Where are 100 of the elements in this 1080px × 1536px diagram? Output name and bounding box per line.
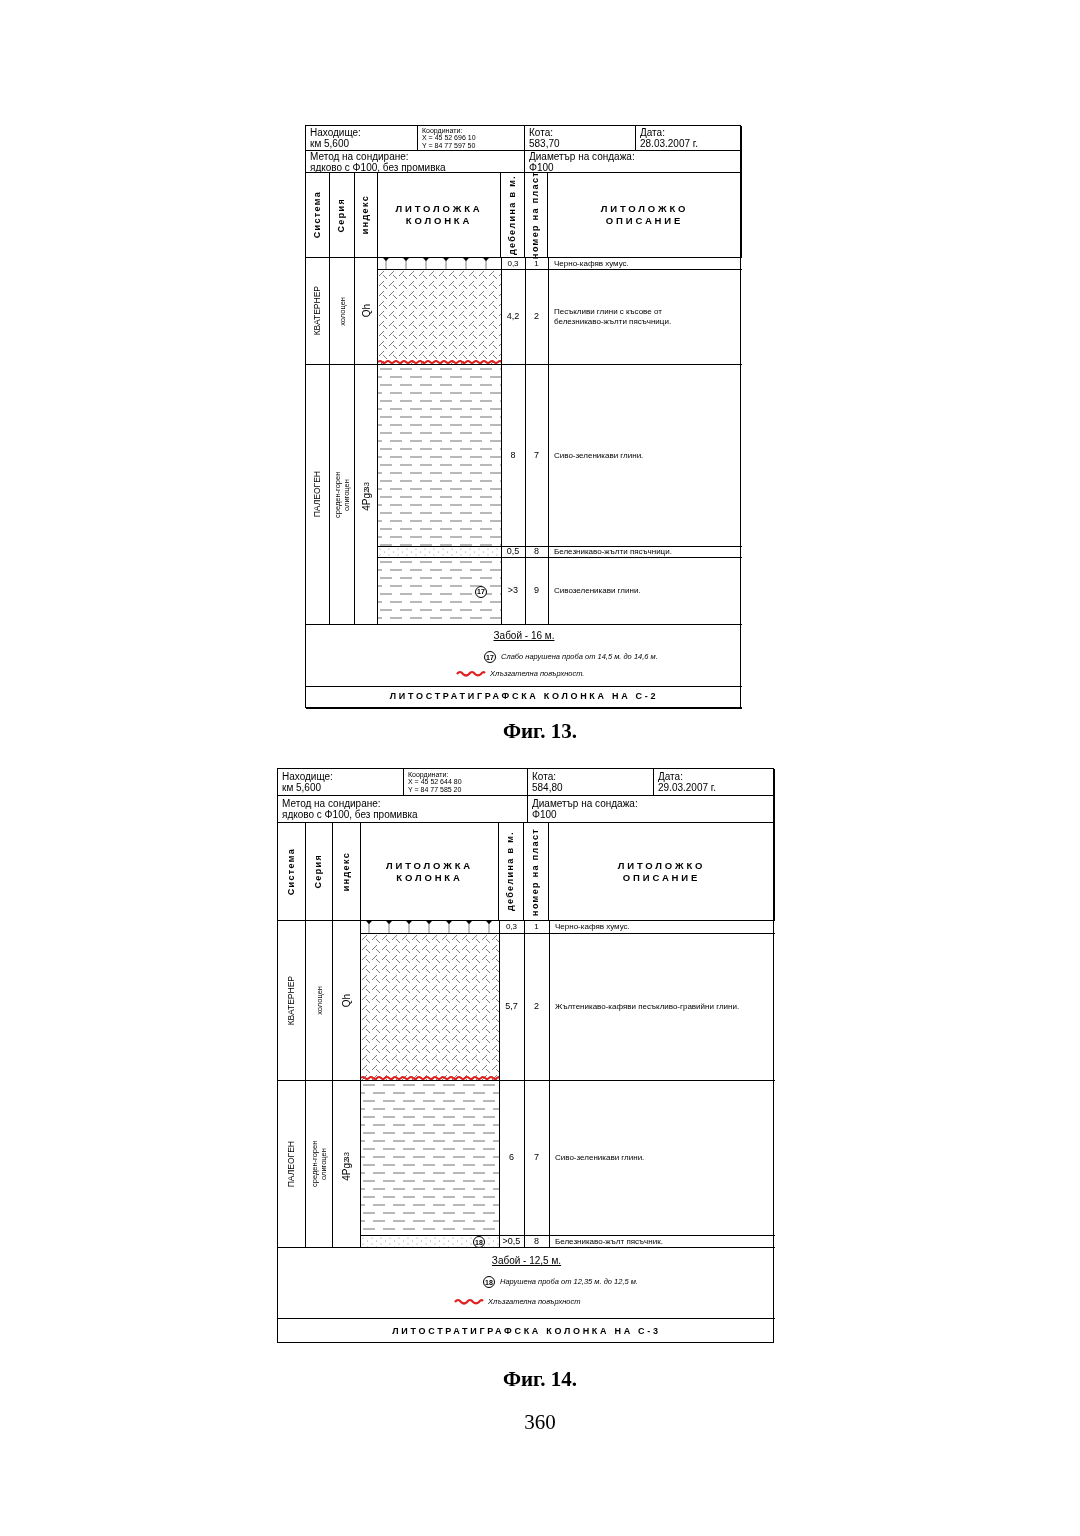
layer-description: Сивозеленикави глини. — [554, 586, 641, 596]
layer-number: 1 — [534, 259, 539, 268]
thickness-value: 0,5 — [506, 545, 520, 559]
layer-number: 8 — [534, 545, 539, 559]
heading-text: ЛИТОЛОЖКО ОПИСАНИЕ — [616, 859, 707, 884]
field-label: Диаметър на сондажа: — [529, 151, 635, 162]
thickness-value: 0,3 — [507, 259, 519, 268]
stratigraphy-cell — [330, 258, 355, 365]
layer-row — [378, 270, 742, 365]
column-heading — [333, 823, 361, 921]
stratigraphy-cell — [306, 921, 333, 1081]
column-heading — [501, 173, 525, 258]
layer-number: 7 — [534, 448, 539, 462]
heading-text: Система — [310, 191, 323, 239]
heading-text: дебелина в м. — [504, 831, 517, 912]
field-value: 584,80 — [532, 782, 563, 793]
header-field — [525, 126, 636, 151]
thickness-value: >3 — [507, 584, 519, 598]
heading-text: индекс — [359, 195, 372, 235]
layer-description: Жълтеникаво-кафяви песъкливо-гравийни глини. — [555, 1002, 740, 1012]
layer-description: Черно-кафяв хумус. — [555, 923, 630, 931]
stratigraphy-text: КВАТЕРНЕР — [313, 286, 322, 336]
field-label: Кота: — [532, 771, 556, 782]
figure-caption: Фиг. 13. — [502, 718, 578, 745]
layer-number: 8 — [534, 1234, 539, 1248]
page-number: 360 — [524, 1409, 556, 1436]
log-sheet — [277, 768, 774, 1343]
layer-row — [378, 547, 742, 558]
field-label: Метод на сондиране: — [310, 151, 409, 162]
stratigraphy-text: ПАЛЕОГЕН — [313, 471, 322, 518]
column-heading — [306, 173, 330, 258]
layer-row — [361, 1236, 775, 1248]
field-value: Φ100 — [529, 161, 554, 172]
field-label: Диаметър на сондажа: — [532, 798, 638, 809]
layer-description: Черно-кафяв хумус. — [554, 259, 629, 268]
field-value: Φ100 — [532, 809, 557, 820]
stratigraphy-cell — [306, 258, 330, 365]
layer-description: Сиво-зеленикави глини. — [554, 450, 644, 461]
field-label: Находище: — [282, 771, 333, 782]
stratigraphy-text: КВАТЕРНЕР — [287, 975, 296, 1026]
total-depth: Забой - 16 м. — [493, 629, 555, 643]
total-depth: Забой - 12,5 м. — [491, 1254, 562, 1268]
heading-text: индекс — [339, 851, 352, 892]
field-label: Метод на сондиране: — [282, 798, 381, 809]
thickness-value: >0,5 — [502, 1234, 521, 1248]
header-field — [528, 796, 775, 823]
field-label: Кота: — [529, 127, 553, 138]
layer-row — [361, 1081, 775, 1236]
layer-row — [378, 558, 742, 625]
layer-number: 2 — [534, 1000, 539, 1014]
header-field — [654, 769, 775, 796]
field-label: Дата: — [640, 127, 665, 138]
column-heading — [524, 823, 549, 921]
thickness-value: 0,3 — [505, 923, 518, 931]
header-field — [306, 126, 418, 151]
column-heading — [355, 173, 378, 258]
field-value: км 5,600 — [282, 782, 322, 793]
sheet-title: ЛИТОСТРАТИГРАФСКА КОЛОНКА НА С-2 — [389, 690, 659, 704]
layer-description: Сиво-зеленикави глини. — [555, 1153, 645, 1163]
stratigraphy-cell — [306, 365, 330, 625]
field-value: ядково с Φ100, без промивка — [282, 809, 418, 820]
column-heading — [499, 823, 524, 921]
field-value: ядково с Φ100, без промивка — [310, 161, 446, 172]
layer-number: 9 — [534, 584, 539, 598]
heading-text: дебелина в м. — [505, 174, 518, 256]
layer-description: Белезникаво-жълт пясъчник. — [555, 1236, 663, 1247]
header-field — [306, 151, 525, 173]
column-heading — [549, 823, 775, 921]
column-heading — [306, 823, 333, 921]
field-value: 583,70 — [529, 138, 560, 149]
layer-number: 2 — [534, 310, 539, 324]
heading-text: ЛИТОЛОЖКА КОЛОНКА — [394, 203, 484, 227]
stratigraphy-cell — [330, 365, 355, 625]
heading-text: ЛИТОЛОЖКО ОПИСАНИЕ — [599, 203, 690, 227]
sheet-title: ЛИТОСТРАТИГРАФСКА КОЛОНКА НА С-3 — [392, 1324, 661, 1338]
stratigraphy-text: Qh — [361, 304, 371, 318]
log-sheet — [305, 125, 741, 708]
header-field — [278, 796, 528, 823]
header-field — [528, 769, 654, 796]
heading-text: ЛИТОЛОЖКА КОЛОНКА — [384, 859, 474, 884]
field-label: Находище: — [310, 127, 361, 138]
column-heading — [330, 173, 355, 258]
heading-text: номер на пласт — [529, 827, 542, 916]
figure-caption: Фиг. 14. — [502, 1366, 578, 1393]
layer-description: Белезникаво-жълти пясъчници. — [554, 547, 672, 557]
stratigraphy-cell — [306, 1081, 333, 1248]
stratigraphy-cell — [278, 921, 306, 1081]
thickness-value: 5,7 — [505, 1000, 518, 1014]
layer-number: 7 — [534, 1151, 539, 1165]
heading-text: Серия — [335, 197, 348, 233]
column-heading — [548, 173, 742, 258]
thickness-value: 4,2 — [506, 310, 520, 324]
layer-row — [361, 934, 775, 1081]
stratigraphy-text: ПАЛЕОГЕН — [287, 1140, 296, 1188]
layer-description: Песъкливи глини с късове от белезникаво-жълти пясъчници. — [554, 307, 673, 327]
thickness-value: 8 — [510, 448, 516, 462]
heading-text: Серия — [312, 854, 325, 889]
field-value: км 5,600 — [310, 138, 350, 149]
heading-text: Система — [284, 847, 297, 896]
stratigraphy-text: Qh — [342, 993, 351, 1008]
